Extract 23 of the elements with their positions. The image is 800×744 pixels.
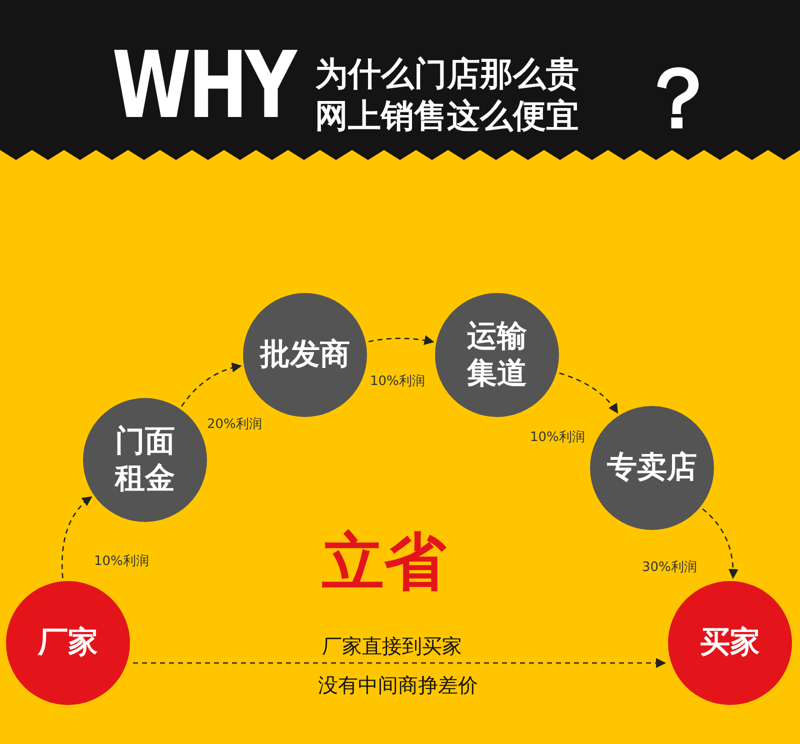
process-circle: 运输集道 [435,293,559,417]
edge-label: 10%利润 [92,552,151,570]
edge-label: 30%利润 [640,558,699,576]
heading-text: 网上销售这么便宜 [315,95,579,137]
note-text: 没有中间商挣差价 [318,672,478,699]
edge-label: 20%利润 [205,415,264,433]
edge-label: 10%利润 [528,428,587,446]
question-mark: ？ [636,48,720,149]
process-circle: 门面租金 [83,398,207,522]
arrow [702,508,738,580]
arrow [368,335,434,346]
process-circle: 专卖店 [590,406,714,530]
process-circle: 批发商 [243,293,367,417]
arrow [62,496,92,578]
heading-text: 为什么门店那么贵 [315,53,579,95]
edge-label: 10%利润 [368,372,427,390]
process-circle: 买家 [668,581,792,705]
arrow [181,362,242,407]
arrow [559,372,618,414]
process-circle: 厂家 [6,581,130,705]
arrow [133,658,666,668]
title: WHY [112,40,294,132]
saving-text: 立省 [322,524,446,600]
